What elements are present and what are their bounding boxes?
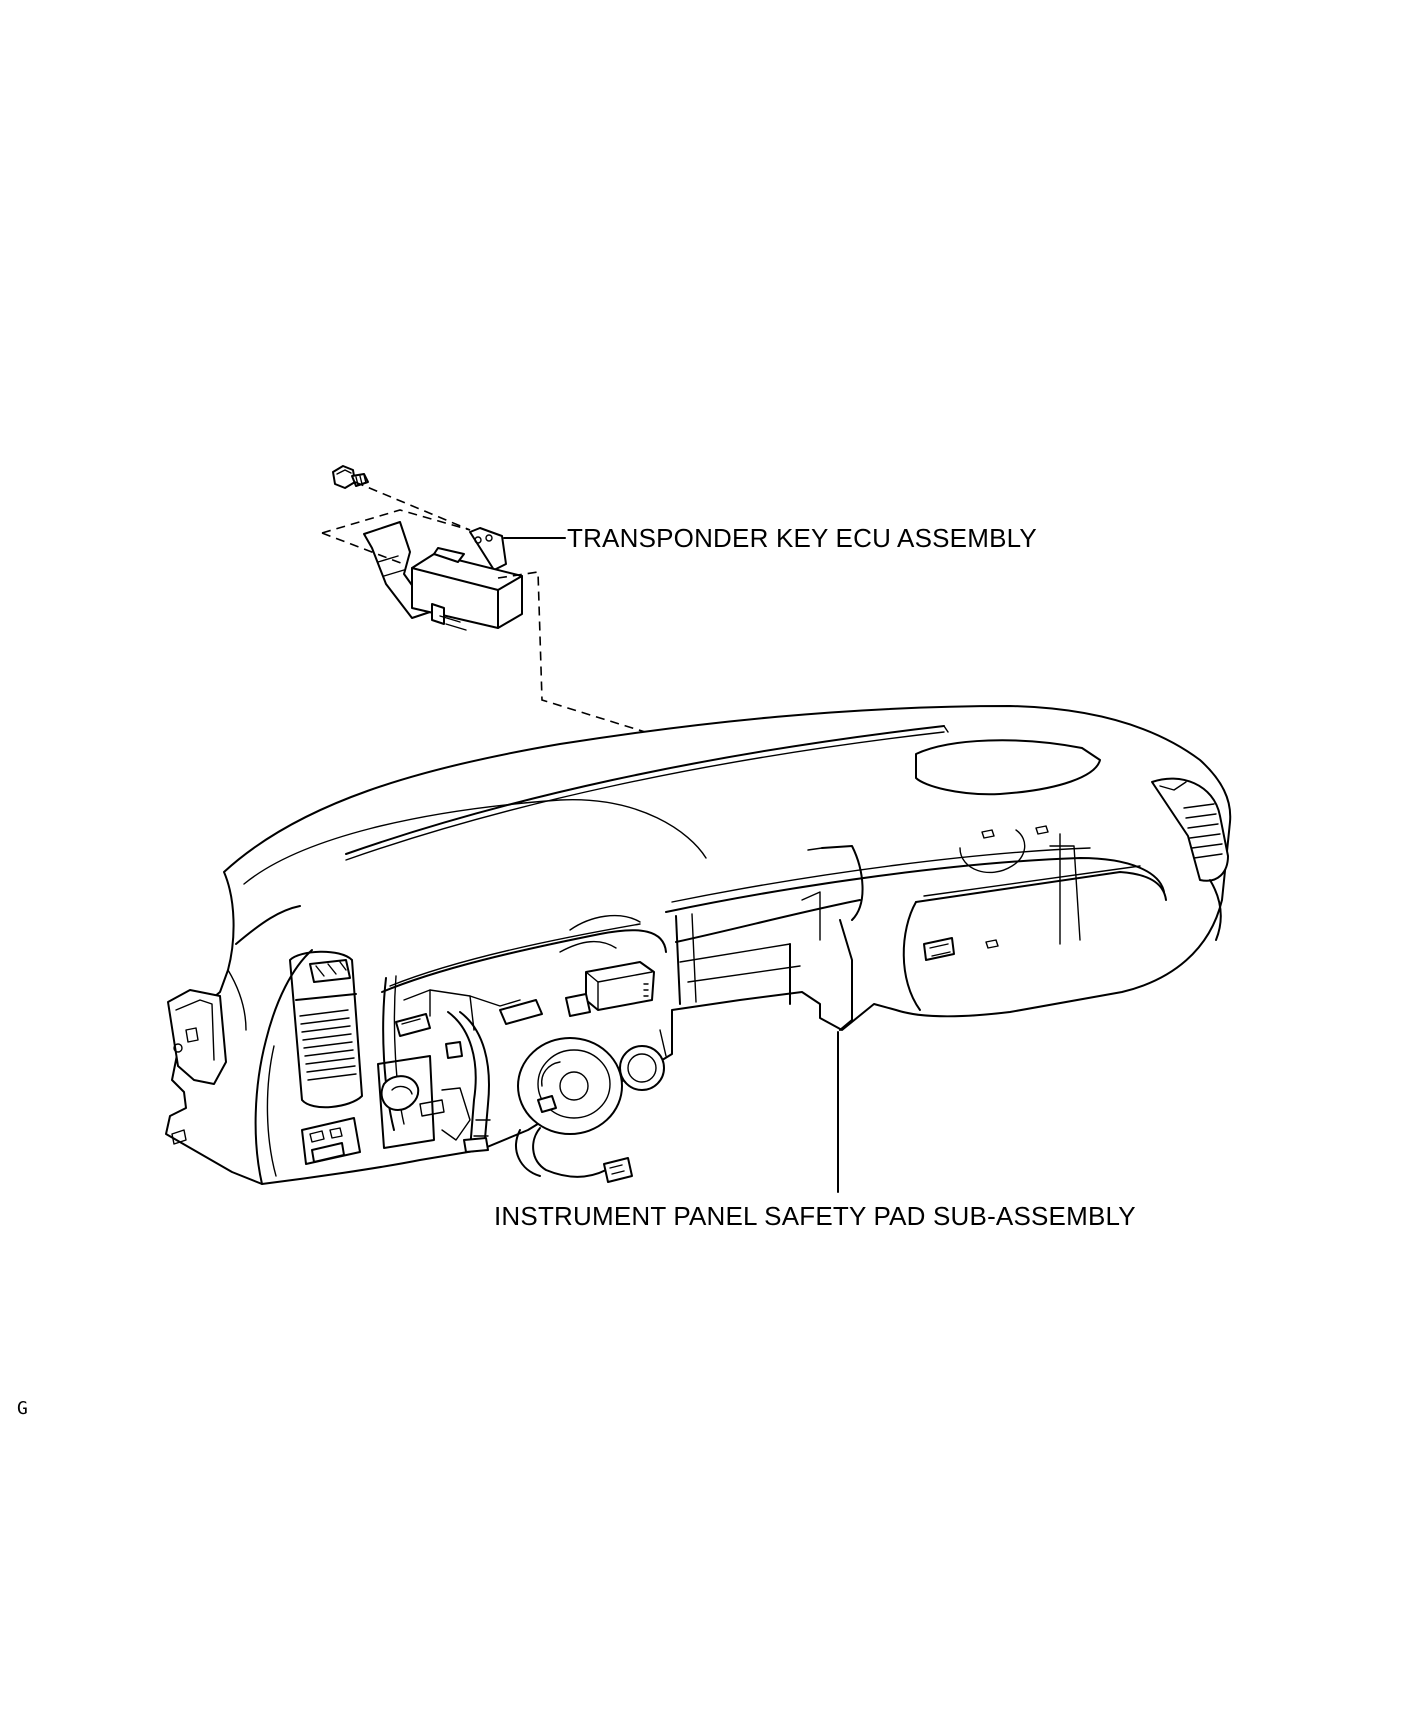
wire-harness (395, 989, 543, 1153)
left-end-bracket (167, 989, 227, 1145)
instrument-panel-part (165, 705, 1232, 1185)
leader-lines (503, 537, 839, 1193)
transponder-key-ecu-part (363, 521, 523, 631)
label-instrument-panel-safety-pad: INSTRUMENT PANEL SAFETY PAD SUB-ASSEMBLY (494, 1201, 1136, 1231)
spiral-cable (515, 1037, 633, 1183)
figure-code: G (17, 1398, 28, 1419)
label-transponder-key-ecu: TRANSPONDER KEY ECU ASSEMBLY (567, 523, 1037, 553)
left-switch-panel (301, 1117, 361, 1165)
